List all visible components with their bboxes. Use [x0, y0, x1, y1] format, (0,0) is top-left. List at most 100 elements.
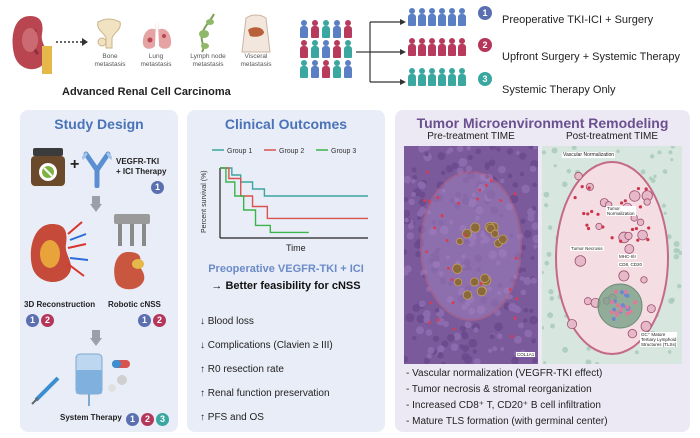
cell-icon: [445, 165, 454, 173]
cell-icon: [412, 174, 418, 180]
recon-badge-1: 1: [26, 314, 39, 327]
bullet-renal: ↑ Renal function preservation: [200, 388, 330, 399]
immune-cell-icon: [620, 303, 625, 308]
y-axis-label: Percent survival (%): [201, 170, 208, 233]
cell-icon: [404, 175, 412, 184]
cell-icon: [418, 300, 426, 308]
stroma-cell-icon: [549, 296, 555, 301]
cell-icon: [463, 355, 473, 364]
stroma-cell-icon: [668, 297, 675, 304]
post-annotation-mhc: MHC-I/II: [618, 254, 637, 259]
rbc-icon: [514, 256, 518, 260]
cell-icon: [529, 308, 534, 314]
bone-icon: [97, 18, 121, 49]
group-3-badge: 3: [478, 72, 492, 86]
stroma-cell-icon: [634, 350, 639, 355]
rbc-icon: [580, 185, 584, 189]
cell-icon: [432, 335, 440, 342]
group-1-label: Preoperative TKI-ICI + Surgery: [502, 14, 654, 26]
post-treatment-image: Vascular Normalization Tumor Normalizati…: [542, 146, 682, 364]
rbc-icon: [426, 170, 429, 174]
immune-cell-icon: [611, 317, 616, 322]
cell-icon: [484, 165, 490, 170]
systemic-label: System Therapy: [60, 413, 122, 422]
cell-icon: [440, 170, 446, 176]
cell-icon: [496, 146, 501, 152]
crowd-person-icon: [333, 20, 341, 38]
crowd-person-icon: [322, 20, 330, 38]
cell-icon: [472, 349, 477, 354]
stroma-cell-icon: [586, 346, 591, 351]
cell-icon: [508, 302, 517, 312]
legend-label: Group 2: [279, 148, 304, 155]
stroma-cell-icon: [551, 147, 558, 154]
lung-icon: [142, 20, 172, 49]
rbc-icon: [445, 239, 449, 242]
tumor-cell-icon: [618, 270, 630, 282]
tumor-cell-icon: [574, 255, 587, 267]
stroma-cell-icon: [662, 169, 668, 174]
tumor-cell-icon: [480, 273, 490, 284]
cell-icon: [520, 218, 526, 224]
group-person-icon: [438, 8, 446, 26]
rbc-icon: [436, 318, 440, 322]
rbc-icon: [446, 266, 450, 270]
group-1-people-icon: [408, 8, 466, 28]
tumor-cell-icon: [470, 222, 481, 233]
cell-icon: [523, 229, 532, 239]
group-2-label: Upfront Surgery + Systemic Therapy: [502, 51, 681, 63]
kidney-icon: [12, 16, 52, 74]
rbc-icon: [590, 209, 594, 214]
stroma-cell-icon: [585, 359, 592, 364]
stroma-cell-icon: [547, 225, 553, 230]
group-person-icon: [448, 68, 456, 86]
stroma-cell-icon: [542, 326, 545, 330]
stroma-cell-icon: [561, 181, 568, 188]
immune-cell-icon: [625, 305, 630, 310]
recon-label: 3D Reconstruction: [24, 300, 96, 309]
rbc-icon: [428, 321, 431, 324]
cell-icon: [508, 294, 513, 300]
cell-icon: [404, 267, 409, 276]
tumor-cell-icon: [640, 320, 652, 332]
rbc-icon: [630, 227, 635, 232]
cell-icon: [473, 327, 479, 333]
cell-icon: [451, 162, 459, 170]
tme-bullet-2: - Tumor necrosis & stromal reorganizatio…: [406, 384, 592, 395]
rbc-icon: [429, 301, 433, 305]
rbc-icon: [596, 212, 600, 216]
crowd-person-icon: [344, 20, 352, 38]
group-2-badge: 2: [478, 38, 492, 52]
cell-icon: [418, 146, 426, 153]
feasibility-text: → Better feasibility for cNSS: [211, 280, 361, 292]
group-person-icon: [428, 68, 436, 86]
rcc-title: Advanced Renal Cell Carcinoma: [62, 86, 231, 98]
cell-icon: [437, 152, 446, 161]
stroma-cell-icon: [673, 241, 680, 248]
cell-icon: [529, 315, 538, 325]
cell-icon: [411, 178, 416, 184]
cell-icon: [487, 348, 493, 353]
bullet-blood-loss: ↓ Blood loss: [200, 316, 254, 327]
cell-icon: [413, 240, 422, 249]
cell-icon: [515, 150, 520, 155]
rbc-icon: [585, 223, 589, 227]
stroma-cell-icon: [547, 312, 554, 319]
cell-icon: [459, 158, 464, 163]
cell-icon: [424, 151, 429, 157]
cell-icon: [437, 352, 444, 359]
cell-icon: [412, 304, 421, 312]
cell-icon: [524, 329, 533, 338]
tumor-cell-icon: [470, 277, 480, 287]
rbc-icon: [427, 200, 431, 204]
cell-icon: [521, 267, 527, 273]
tumor-cell-icon: [595, 222, 603, 230]
post-annotation-necrosis: Tumor Necrosis: [570, 246, 604, 251]
group-person-icon: [428, 38, 436, 56]
cell-icon: [513, 335, 522, 344]
cell-icon: [447, 147, 454, 153]
systemic-badge-1: 1: [126, 413, 139, 426]
cell-icon: [523, 307, 529, 313]
therapy-badge: 1: [151, 181, 164, 194]
cell-icon: [473, 358, 481, 364]
